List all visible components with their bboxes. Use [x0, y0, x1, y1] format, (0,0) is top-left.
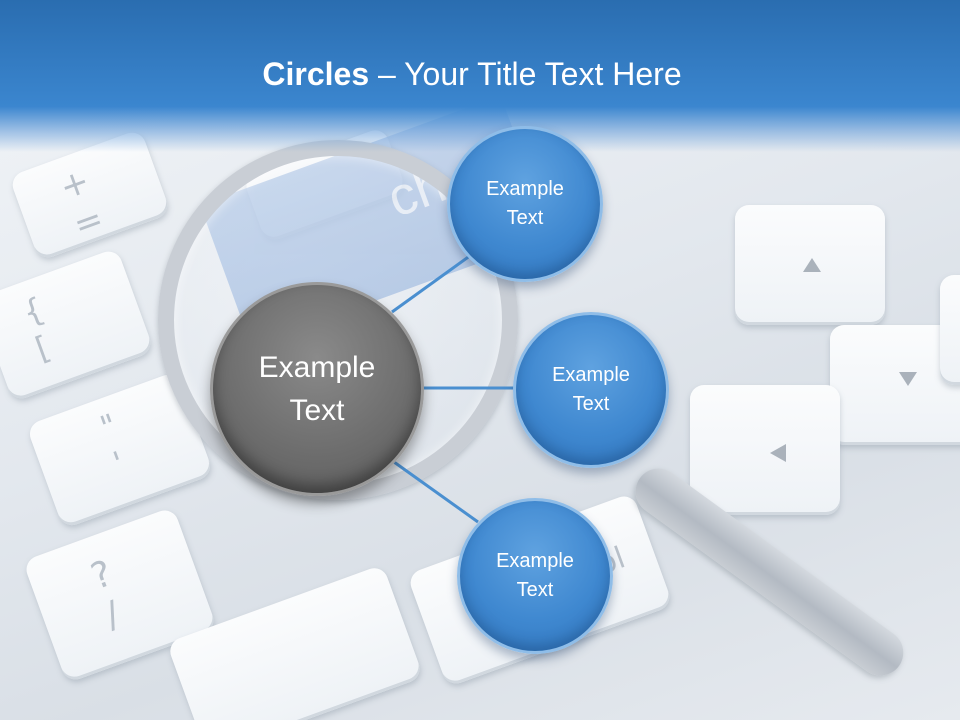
center-circle: Example Text [210, 282, 424, 496]
outer-circle-label: Example Text [552, 364, 630, 415]
down-arrow-icon [899, 372, 917, 386]
outer-circle-middle: Example Text [513, 312, 669, 468]
outer-circle-label: Example Text [486, 178, 564, 229]
up-arrow-icon [803, 258, 821, 272]
slide-title: Circles – Your Title Text Here [0, 56, 944, 93]
title-rest: – Your Title Text Here [369, 56, 682, 92]
center-circle-label: Example Text [258, 350, 376, 428]
left-arrow-icon [770, 444, 786, 462]
outer-circle-top: Example Text [447, 126, 603, 282]
arrow-key-down [830, 325, 960, 445]
title-bold: Circles [262, 56, 370, 92]
outer-circle-bottom: Example Text [457, 498, 613, 654]
connector-bottom [393, 460, 479, 524]
title-band [0, 0, 960, 152]
outer-circle-label: Example Text [496, 550, 574, 601]
keyboard-key [940, 275, 960, 385]
arrow-key-left [690, 385, 840, 515]
connector-top [391, 248, 479, 314]
